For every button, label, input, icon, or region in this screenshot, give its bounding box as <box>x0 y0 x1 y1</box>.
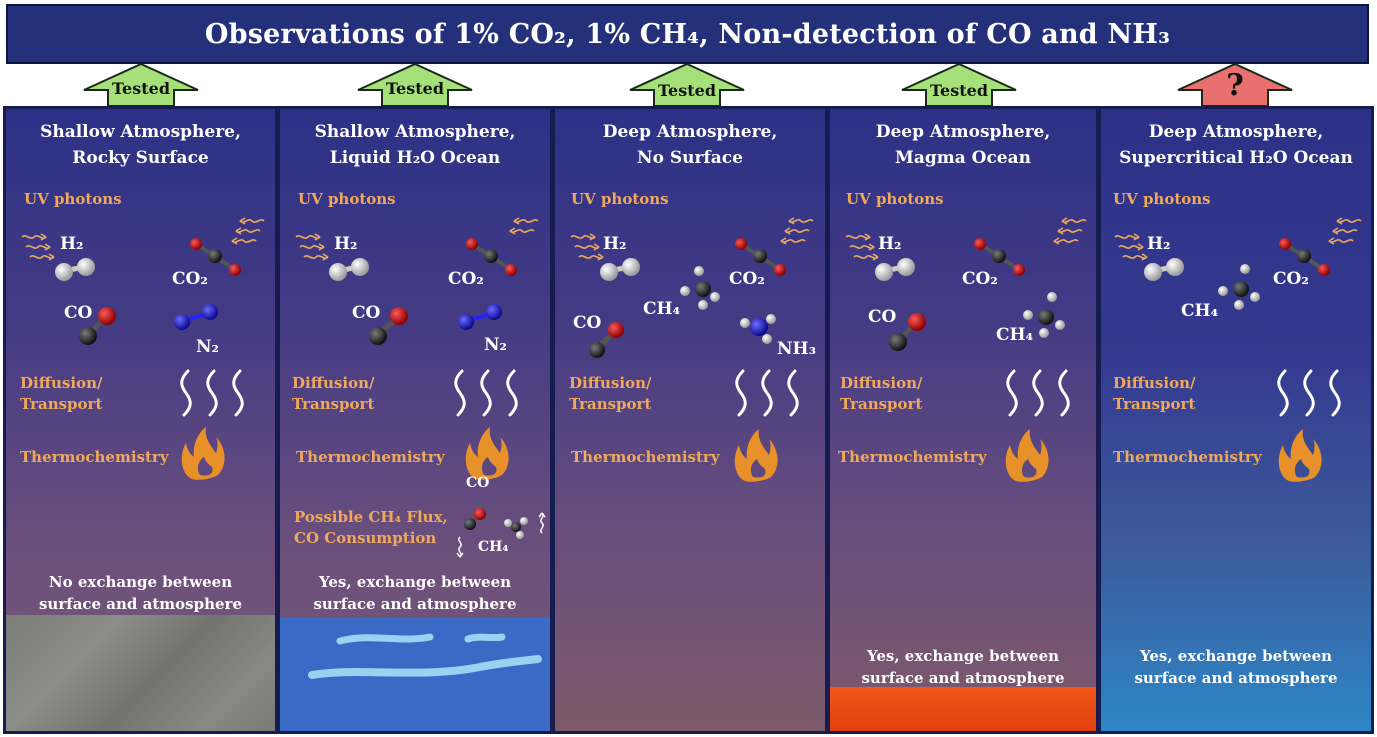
co-label: CO <box>868 307 897 327</box>
co2-label: CO₂ <box>729 269 765 289</box>
tested-arrow-3: Tested <box>624 64 750 106</box>
panel-title: Shallow Atmosphere,Liquid H₂O Ocean <box>314 122 516 168</box>
panel-shallow-ocean: Shallow Atmosphere,Liquid H₂O Ocean UV p… <box>277 106 553 734</box>
diffusion-label: Diffusion/Transport <box>569 374 652 413</box>
ch4-label: CH₄ <box>996 325 1034 345</box>
h2-label: H₂ <box>1147 234 1171 254</box>
panel-deep-no-surface: Deep Atmosphere,No Surface UV photons H₂… <box>552 106 828 734</box>
uv-photons-label: UV photons <box>298 190 396 208</box>
ch4-label: CH₄ <box>1181 301 1219 321</box>
co2-label: CO₂ <box>448 269 484 289</box>
arrow-label: Tested <box>385 79 444 98</box>
flux-label: Possible CH₄ Flux,CO Consumption <box>294 508 448 547</box>
panel-deep-magma: Deep Atmosphere,Magma Ocean UV photons H… <box>827 106 1099 734</box>
arrow-label: Tested <box>111 79 170 98</box>
thermochemistry-label: Thermochemistry <box>1113 448 1262 466</box>
panel-title: Deep Atmosphere,Magma Ocean <box>875 122 1051 168</box>
uv-photons-label: UV photons <box>24 190 122 208</box>
panel-title: Shallow Atmosphere,Rocky Surface <box>40 122 241 168</box>
molecules-graphic <box>845 217 1087 482</box>
n2-label: N₂ <box>196 337 219 357</box>
rocky-surface <box>6 615 275 731</box>
banner-title: Observations of 1% CO₂, 1% CH₄, Non-dete… <box>204 18 1171 50</box>
liquid-water-ocean <box>280 617 550 731</box>
flux-co-label: CO <box>466 475 490 491</box>
molecules-graphic <box>570 217 814 482</box>
panel-title: Deep Atmosphere,Supercritical H₂O Ocean <box>1119 122 1353 168</box>
tested-arrow-1: Tested <box>78 64 204 106</box>
tested-arrow-2: Tested <box>352 64 478 106</box>
uv-photons-label: UV photons <box>1113 190 1211 208</box>
thermochemistry-label: Thermochemistry <box>296 448 445 466</box>
unknown-arrow: ? <box>1172 64 1298 106</box>
n2-label: N₂ <box>484 335 507 355</box>
ch4-label: CH₄ <box>643 299 681 319</box>
observations-banner: Observations of 1% CO₂, 1% CH₄, Non-dete… <box>6 4 1369 64</box>
co-label: CO <box>352 303 381 323</box>
co-label: CO <box>64 303 93 323</box>
panel-title: Deep Atmosphere,No Surface <box>602 122 778 168</box>
diffusion-label: Diffusion/Transport <box>292 374 375 413</box>
molecules-graphic <box>295 217 546 558</box>
nh3-label: NH₃ <box>777 339 817 359</box>
arrow-label: ? <box>1226 68 1244 103</box>
co2-label: CO₂ <box>172 269 208 289</box>
uv-photons-label: UV photons <box>571 190 669 208</box>
diffusion-label: Diffusion/Transport <box>20 374 103 413</box>
h2-label: H₂ <box>603 234 627 254</box>
uv-photons-label: UV photons <box>846 190 944 208</box>
flux-ch4-label: CH₄ <box>478 539 509 555</box>
co-label: CO <box>573 313 602 333</box>
panel-deep-supercritical: Deep Atmosphere,Supercritical H₂O Ocean … <box>1098 106 1374 734</box>
h2-label: H₂ <box>60 234 84 254</box>
thermochemistry-label: Thermochemistry <box>571 448 720 466</box>
arrow-label: Tested <box>657 81 716 100</box>
panel-shallow-rocky: Shallow Atmosphere,Rocky Surface UV phot… <box>3 106 278 734</box>
magma-ocean <box>830 687 1096 731</box>
h2-label: H₂ <box>334 234 358 254</box>
co2-label: CO₂ <box>1273 269 1309 289</box>
h2-label: H₂ <box>878 234 902 254</box>
diffusion-label: Diffusion/Transport <box>840 374 923 413</box>
tested-arrow-4: Tested <box>896 64 1022 106</box>
arrow-label: Tested <box>929 81 988 100</box>
thermochemistry-label: Thermochemistry <box>838 448 987 466</box>
molecules-graphic <box>1114 217 1362 482</box>
molecules-graphic <box>21 217 265 480</box>
co2-label: CO₂ <box>962 269 998 289</box>
thermochemistry-label: Thermochemistry <box>20 448 169 466</box>
diffusion-label: Diffusion/Transport <box>1113 374 1196 413</box>
